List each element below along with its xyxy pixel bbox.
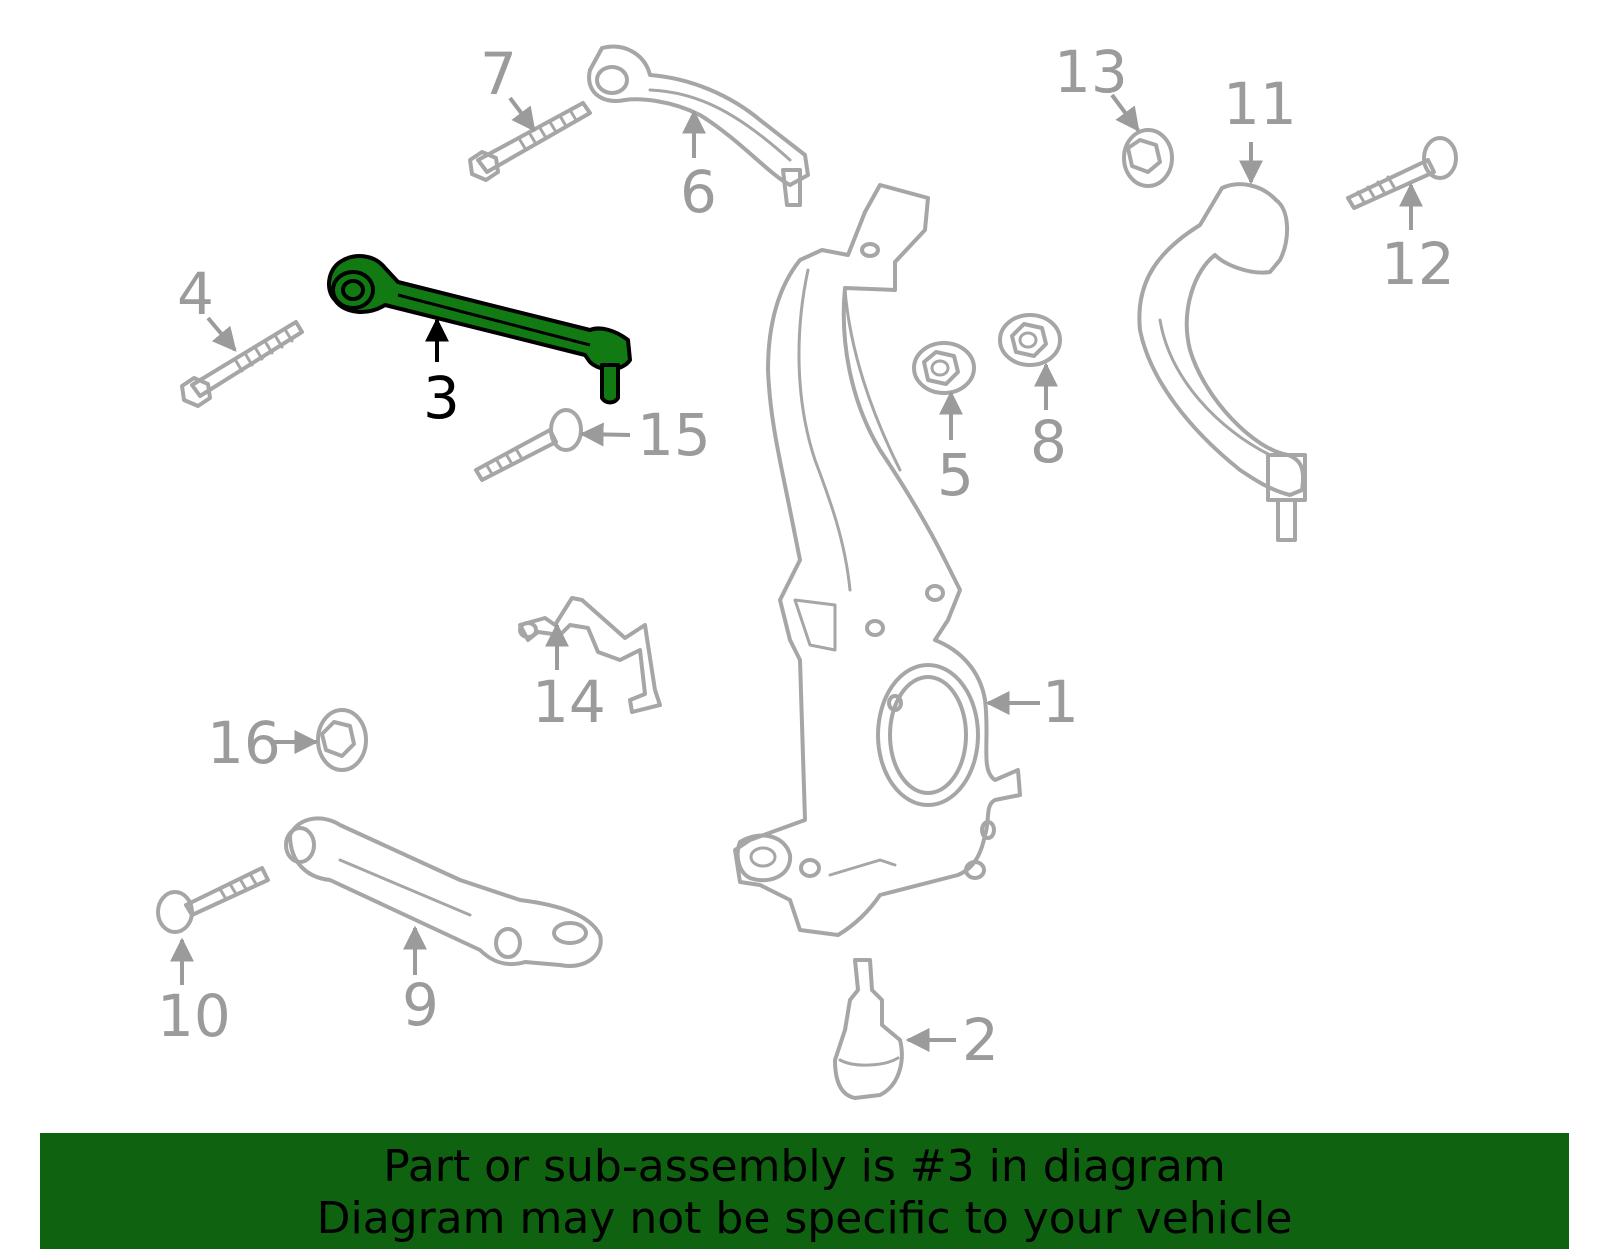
part-10-bolt[interactable]	[156, 866, 270, 934]
callout-9: 9	[402, 971, 439, 1039]
callout-15: 15	[637, 401, 711, 469]
callout-14: 14	[532, 668, 606, 736]
callout-13: 13	[1054, 38, 1128, 106]
callout-11: 11	[1223, 70, 1297, 138]
callout-1: 1	[1042, 668, 1079, 736]
callout-16: 16	[207, 709, 281, 777]
part-7-bolt[interactable]	[468, 101, 592, 182]
part-11-control-arm[interactable]	[1137, 182, 1307, 542]
info-banner: Part or sub-assembly is #3 in diagram Di…	[40, 1133, 1569, 1249]
part-6-control-arm[interactable]	[587, 44, 810, 207]
callout-4: 4	[177, 260, 214, 328]
part-8-nut[interactable]	[998, 313, 1062, 367]
part-15-bolt[interactable]	[474, 408, 583, 482]
callout-2: 2	[962, 1006, 999, 1074]
callout-3: 3	[423, 364, 460, 432]
part-13-nut[interactable]	[1122, 128, 1174, 188]
callout-8: 8	[1030, 408, 1067, 476]
part-1-steering-knuckle[interactable]	[733, 183, 1022, 937]
banner-line-2: Diagram may not be specific to your vehi…	[316, 1193, 1293, 1244]
part-4-bolt[interactable]	[180, 320, 304, 408]
callout-12: 12	[1381, 230, 1455, 298]
part-3-highlighted-link[interactable]	[327, 254, 632, 405]
callout-7: 7	[480, 40, 517, 108]
part-16-nut[interactable]	[316, 708, 368, 772]
banner-line-1: Part or sub-assembly is #3 in diagram	[383, 1141, 1226, 1192]
callout-6: 6	[680, 158, 717, 226]
callout-arrows	[170, 93, 1423, 1052]
callout-5: 5	[937, 441, 974, 509]
part-5-nut[interactable]	[912, 341, 976, 395]
callout-10: 10	[157, 982, 231, 1050]
part-2-ball-joint[interactable]	[833, 958, 904, 1100]
part-12-bolt[interactable]	[1346, 136, 1458, 210]
part-9-lower-link[interactable]	[284, 816, 603, 968]
